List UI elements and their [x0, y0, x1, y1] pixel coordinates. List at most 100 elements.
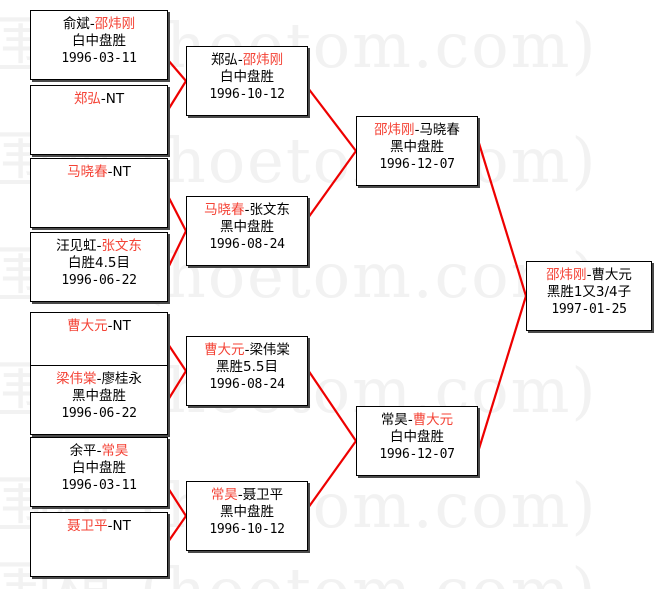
- match-players: 邵炜刚-马晓春: [357, 122, 477, 139]
- connector-line: [476, 295, 528, 453]
- match-players: 余平-常昊: [31, 443, 167, 460]
- match-box[interactable]: 郑弘-NT: [30, 85, 168, 155]
- player-separator: -: [107, 518, 113, 534]
- player-separator: -: [96, 371, 102, 387]
- match-box[interactable]: 马晓春-NT: [30, 158, 168, 228]
- player-separator: -: [244, 202, 250, 218]
- match-box[interactable]: 常昊-聂卫平黑中盘胜 1996-10-12: [186, 481, 308, 551]
- match-players: 聂卫平-NT: [31, 518, 167, 535]
- player-b: 曹大元: [412, 412, 454, 428]
- match-result: 黑胜1又3/4子: [546, 284, 632, 300]
- connector-line: [167, 370, 187, 401]
- player-a: 曹大元: [67, 318, 108, 334]
- player-separator: -: [107, 164, 113, 180]
- match-players: 郑弘-邵炜刚: [187, 52, 307, 69]
- player-a: 汪见虹: [56, 238, 97, 254]
- match-date: 1996-08-24: [209, 377, 285, 392]
- match-result: 白胜4.5目: [68, 255, 130, 271]
- match-box[interactable]: 梁伟棠-廖桂永黑中盘胜 1996-06-22: [30, 365, 168, 435]
- player-b: NT: [112, 164, 131, 180]
- match-date: 1996-06-22: [61, 406, 137, 421]
- match-players: 汪见虹-张文东: [31, 238, 167, 255]
- match-result: 白中盘胜: [72, 33, 126, 49]
- match-box[interactable]: 余平-常昊白中盘胜 1996-03-11: [30, 437, 168, 507]
- player-separator: -: [237, 487, 243, 503]
- connector-line: [167, 515, 187, 543]
- connector-line: [307, 150, 357, 219]
- player-b: 曹大元: [591, 267, 632, 283]
- connector-line: [167, 487, 187, 517]
- match-result: 黑中盘胜: [220, 504, 274, 520]
- match-box[interactable]: 马晓春-张文东黑中盘胜 1996-08-24: [186, 196, 308, 266]
- match-players: 郑弘-NT: [31, 91, 167, 108]
- player-separator: -: [107, 318, 113, 334]
- player-a: 聂卫平: [67, 518, 108, 534]
- match-date: 1996-08-24: [209, 237, 285, 252]
- player-b: 张文东: [101, 238, 142, 254]
- match-date: 1996-03-11: [61, 51, 137, 66]
- player-separator: -: [586, 267, 592, 283]
- match-box[interactable]: 聂卫平-NT: [30, 512, 168, 577]
- match-result: 黑胜5.5目: [216, 359, 278, 375]
- player-b: 梁伟棠: [249, 342, 290, 358]
- connector-line: [307, 87, 357, 152]
- match-date: 1996-06-22: [61, 273, 137, 288]
- match-date: 1996-12-07: [379, 157, 455, 172]
- player-b: NT: [112, 518, 131, 534]
- match-result: 白中盘胜: [220, 69, 274, 85]
- player-b: NT: [112, 318, 131, 334]
- match-players: 常昊-曹大元: [357, 412, 477, 429]
- player-a: 郑弘: [73, 91, 101, 107]
- match-players: 马晓春-NT: [31, 164, 167, 181]
- match-box[interactable]: 郑弘-邵炜刚白中盘胜 1996-10-12: [186, 46, 308, 116]
- player-a: 常昊: [380, 412, 408, 428]
- match-box[interactable]: 汪见虹-张文东白胜4.5目 1996-06-22: [30, 232, 168, 302]
- player-separator: -: [89, 16, 95, 32]
- match-players: 梁伟棠-廖桂永: [31, 371, 167, 388]
- player-a: 俞斌: [62, 16, 90, 32]
- player-b: 邵炜刚: [242, 52, 284, 68]
- player-b: 马晓春: [419, 122, 460, 138]
- connector-line: [167, 343, 187, 372]
- player-b: 张文东: [249, 202, 290, 218]
- match-date: 1996-10-12: [209, 87, 285, 102]
- match-players: 曹大元-梁伟棠: [187, 342, 307, 359]
- match-date: 1996-03-11: [61, 478, 137, 493]
- player-a: 曹大元: [204, 342, 245, 358]
- player-b: 邵炜刚: [94, 16, 136, 32]
- match-result: 黑中盘胜: [220, 219, 274, 235]
- player-b: 廖桂永: [101, 371, 142, 387]
- match-players: 俞斌-邵炜刚: [31, 16, 167, 33]
- player-b: NT: [105, 91, 125, 107]
- match-result: 黑中盘胜: [72, 388, 126, 404]
- player-separator: -: [96, 443, 102, 459]
- player-a: 邵炜刚: [374, 122, 415, 138]
- player-a: 郑弘: [210, 52, 238, 68]
- player-a: 马晓春: [204, 202, 245, 218]
- connector-line: [167, 80, 187, 111]
- player-a: 常昊: [210, 487, 238, 503]
- connector-line: [167, 230, 187, 269]
- match-date: 1996-10-12: [209, 522, 285, 537]
- player-separator: -: [100, 91, 106, 107]
- player-separator: -: [237, 52, 243, 68]
- match-players: 曹大元-NT: [31, 318, 167, 335]
- player-separator: -: [414, 122, 420, 138]
- connector-line: [476, 139, 528, 297]
- match-players: 邵炜刚-曹大元: [527, 267, 651, 284]
- match-result: 白中盘胜: [72, 460, 126, 476]
- player-separator: -: [244, 342, 250, 358]
- match-box[interactable]: 曹大元-梁伟棠黑胜5.5目 1996-08-24: [186, 336, 308, 406]
- player-a: 梁伟棠: [56, 371, 97, 387]
- player-separator: -: [96, 238, 102, 254]
- player-a: 马晓春: [67, 164, 108, 180]
- match-box[interactable]: 俞斌-邵炜刚白中盘胜 1996-03-11: [30, 10, 168, 80]
- match-players: 常昊-聂卫平: [187, 487, 307, 504]
- player-b: 聂卫平: [242, 487, 284, 503]
- connector-line: [167, 195, 187, 232]
- player-a: 余平: [69, 443, 97, 459]
